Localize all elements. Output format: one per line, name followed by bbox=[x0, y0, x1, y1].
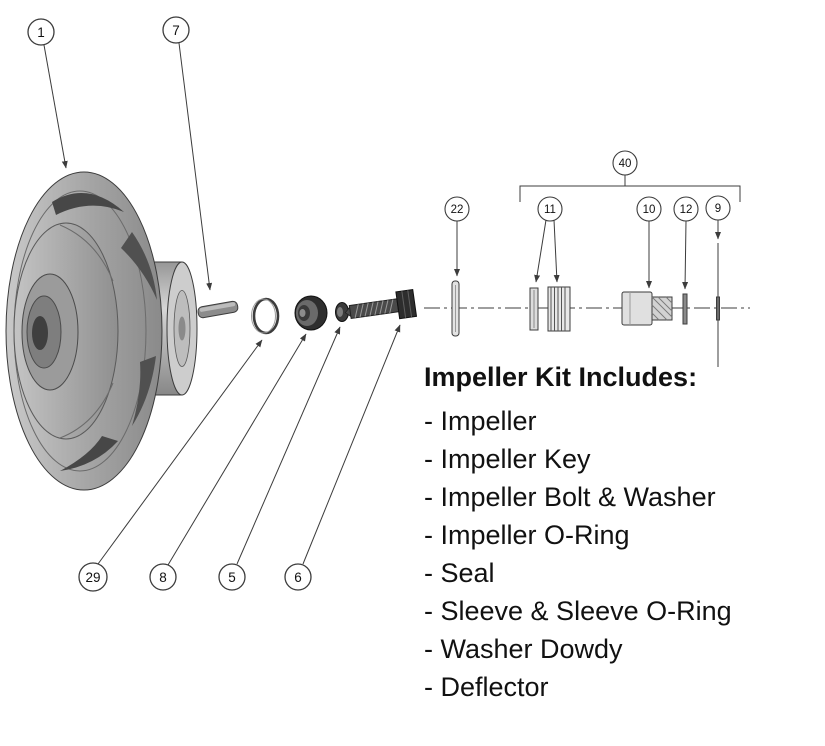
callout-sleeve-oring-number: 12 bbox=[680, 204, 693, 216]
impeller-bolt-part bbox=[344, 288, 418, 320]
sleeve-oring-part bbox=[682, 293, 688, 325]
kit-group-bracket bbox=[519, 175, 741, 202]
callout-seal: 11 bbox=[534, 196, 563, 283]
callout-impeller-oring: 29 bbox=[78, 339, 263, 592]
callout-sleeve: 10 bbox=[636, 196, 662, 289]
callout-sleeve-oring: 12 bbox=[673, 196, 699, 290]
callout-impeller-key-number: 7 bbox=[172, 23, 180, 38]
kit-text-block: Impeller Kit Includes: - Impeller - Impe… bbox=[424, 360, 732, 706]
callout-impeller-number: 1 bbox=[37, 25, 45, 40]
impeller-oring-part bbox=[251, 297, 280, 335]
kit-item-sleeve-oring: - Sleeve & Sleeve O-Ring bbox=[424, 596, 732, 626]
seal-part bbox=[529, 286, 571, 332]
callout-kit-group-number: 40 bbox=[619, 158, 632, 170]
impeller-key-part bbox=[197, 300, 239, 319]
callout-impeller-key: 7 bbox=[162, 16, 213, 291]
callout-sleeve-number: 10 bbox=[643, 204, 656, 216]
kit-item-impeller-key: - Impeller Key bbox=[424, 444, 591, 474]
impeller-part bbox=[5, 171, 198, 491]
callout-deflector-number: 22 bbox=[451, 204, 464, 216]
kit-item-impeller-oring: - Impeller O-Ring bbox=[424, 520, 630, 550]
callout-impeller-oring-number: 29 bbox=[85, 570, 100, 585]
sleeve-part bbox=[621, 291, 673, 326]
kit-item-impeller: - Impeller bbox=[424, 406, 537, 436]
kit-item-impeller-bolt-washer: - Impeller Bolt & Washer bbox=[424, 482, 716, 512]
callout-impeller-bolt-number: 6 bbox=[294, 570, 302, 585]
kit-item-seal: - Seal bbox=[424, 558, 495, 588]
deflector-part bbox=[451, 280, 460, 337]
kit-item-deflector: - Deflector bbox=[424, 672, 549, 702]
callout-washer: 5 bbox=[218, 326, 341, 591]
callout-washer-dowdy-number: 9 bbox=[715, 203, 721, 215]
callout-impeller-bolt: 6 bbox=[284, 324, 401, 591]
callout-deflector: 22 bbox=[444, 196, 470, 277]
callout-seal-head: 8 bbox=[149, 333, 307, 591]
callout-washer-number: 5 bbox=[228, 570, 236, 585]
seal-head-part bbox=[294, 295, 328, 331]
callout-impeller: 1 bbox=[27, 18, 68, 169]
callout-seal-number: 11 bbox=[544, 204, 556, 216]
kit-item-washer-dowdy: - Washer Dowdy bbox=[424, 634, 623, 664]
callout-seal-head-number: 8 bbox=[159, 570, 167, 585]
callout-kit-group: 40 bbox=[612, 150, 638, 176]
kit-title: Impeller Kit Includes: bbox=[424, 362, 698, 392]
callout-washer-dowdy: 9 bbox=[705, 195, 731, 367]
